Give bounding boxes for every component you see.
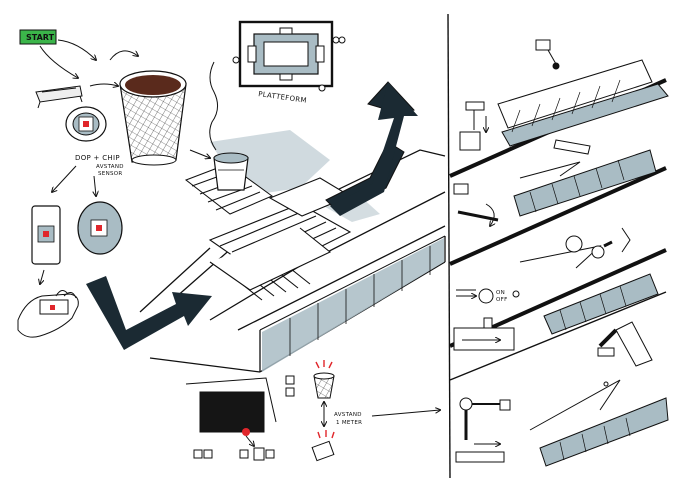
platteform-label: PLATTEFORM [258, 90, 307, 105]
conveyor-left-side [262, 238, 444, 372]
scanner-icon [35, 85, 83, 109]
avstand-meter-label-2: 1 METER [336, 420, 362, 426]
sensor-device-icon [311, 360, 335, 462]
platform-icon [232, 20, 346, 92]
stripe-panel-3 [519, 245, 659, 335]
chip-disc-icon [65, 106, 107, 142]
on-off-icon: ON OFF [456, 288, 520, 304]
phone-icon [31, 205, 61, 265]
egg-chip-icon [77, 201, 123, 255]
right-panel-divider [447, 13, 451, 479]
flow-arrows-chip [40, 165, 96, 284]
avstand-meter-label-1: AVSTAND [334, 412, 362, 418]
steam-icon-2 [189, 149, 210, 158]
stripe-panel-1 [497, 59, 669, 147]
stripe-panel-4 [529, 379, 669, 467]
trash-basket-icon [119, 70, 187, 166]
avstand-sensor-label-1: AVSTAND [96, 164, 124, 170]
roller-icon-2 [453, 139, 591, 226]
off-label: OFF [496, 297, 508, 303]
robot-arm-icon-1 [535, 39, 560, 70]
dop-chip-label: DOP + CHIP [75, 154, 120, 162]
big-arrow-down-icon [86, 276, 212, 350]
start-badge[interactable]: START [19, 29, 57, 45]
meter-arrow [371, 410, 440, 417]
platform-slats-lower [208, 177, 352, 301]
on-label: ON [496, 290, 505, 296]
lift-icon [459, 101, 486, 151]
avstand-sensor-label-2: SENSOR [98, 171, 123, 177]
robot-arm-icon [455, 321, 653, 463]
flow-arrows-start [39, 39, 138, 86]
press-icon [453, 317, 515, 351]
stripe-panel-2 [513, 149, 657, 217]
big-arrow-up-icon [330, 82, 418, 216]
gripper-icon-3 [565, 227, 631, 259]
hand-phone-icon [17, 290, 79, 338]
start-label: START [26, 33, 55, 42]
garbage-can-icon [213, 152, 249, 191]
screen-device-icon [185, 375, 295, 461]
steam-icon [209, 61, 218, 151]
